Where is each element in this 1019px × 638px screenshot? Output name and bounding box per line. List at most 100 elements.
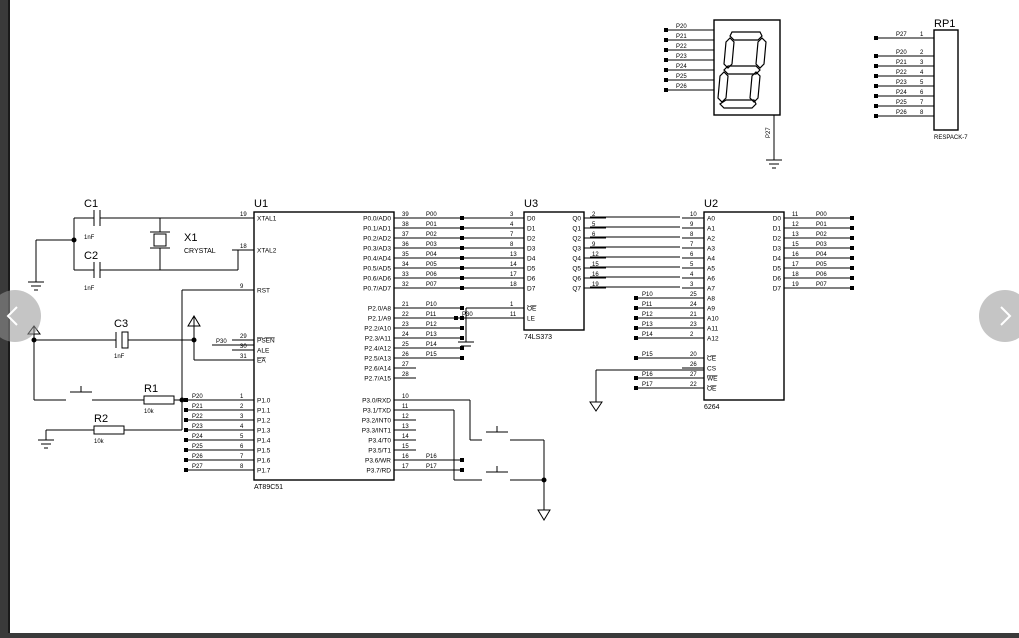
rp1-pin-number: 4 [920,70,924,76]
u2-pin-4-label: A6 [707,276,715,283]
seg-common-label: P27 [766,127,772,138]
rp1-pin-terminal [874,64,878,68]
u1-pin-32-number: 32 [402,282,409,288]
u3-pin-2-number: 2 [592,212,596,218]
u3-pin-19-label: Q7 [572,286,581,293]
seg-pin-net-label: P20 [676,24,687,30]
rp1-pin-terminal [874,114,878,118]
u1-pin-3-terminal [184,418,188,422]
rp1-pin-number: 8 [920,110,924,116]
u1-pin-31-label: EA [257,358,266,365]
u1-pin-24-terminal [460,336,464,340]
u1-part: AT89C51 [254,484,283,491]
u1-pin-34-label: P0.5/AD5 [363,266,391,273]
u1-pin-22-net-label: P11 [426,312,437,318]
u2-pin-9-label: A1 [707,226,715,233]
u1-pin-10-label: P3.0/RXD [362,398,391,405]
u1-pin-7-net-label: P26 [192,454,203,460]
u2-pin-16-net-label: P04 [816,252,827,258]
u2-pin-6-number: 6 [690,252,694,258]
c3-value: 1nF [114,354,125,360]
previous-image-button[interactable] [0,290,41,342]
u1-pin-29-number: 29 [240,334,247,340]
u1-pin-24-net-label: P13 [426,332,437,338]
u2-pin-20-label: CE [707,356,717,363]
u1-pin-14-number: 14 [402,434,409,440]
u3-pin-6-label: Q2 [572,236,581,243]
u1-pin-32-label: P0.7/AD7 [363,286,391,293]
u1-pin-3-net-label: P22 [192,414,203,420]
u1-pin-32-net-label: P07 [426,282,437,288]
u1-pin-12-number: 12 [402,414,409,420]
u1-pin-3-label: P1.2 [257,418,271,425]
u2-pin-19-terminal [850,286,854,290]
u1-pin-4-terminal [184,428,188,432]
u2-pin-11-terminal [850,216,854,220]
u1-right-pins: 39P0.0/AD0P0038P0.1/AD1P0137P0.2/AD2P023… [362,212,502,475]
u2-pin-24-number: 24 [690,302,697,308]
u1-pin-4-label: P1.3 [257,428,271,435]
u1-pin-33-label: P0.6/AD6 [363,276,391,283]
u2-pin-2-label: A12 [707,336,719,343]
u1-pin-24-number: 24 [402,332,409,338]
u1-pin-23-label: P2.2/A10 [364,326,391,333]
u1-pin-25-number: 25 [402,342,409,348]
u2-pin-27-number: 27 [690,372,697,378]
u2-pin-11-net-label: P00 [816,212,827,218]
u1-pin-2-label: P1.1 [257,408,271,415]
u1-pin-37-label: P0.2/AD2 [363,236,391,243]
u2-pin-8-label: A2 [707,236,715,243]
next-image-button[interactable] [979,290,1019,342]
u1-pin-21-terminal [460,306,464,310]
u1-pin-1-terminal [184,398,188,402]
u2-pin-23-terminal [634,326,638,330]
u2-pin-8-number: 8 [690,232,694,238]
rp1-pin-net-label: P27 [896,32,907,38]
rp1-pin-terminal [874,74,878,78]
u1-pin-16-net-label: P16 [426,454,437,460]
u3-pin-9-number: 9 [592,242,596,248]
interrupt-buttons [400,399,551,521]
u2-pin-21-label: A10 [707,316,719,323]
u2-pin-19-label: D7 [773,286,782,293]
u1-ref: U1 [254,198,268,210]
u1-pin-26-number: 26 [402,352,409,358]
u3-pin-16-label: Q6 [572,276,581,283]
u3-pin-7-label: D2 [527,236,536,243]
u2-pin-13-label: D2 [773,236,782,243]
chevron-left-icon [6,306,18,326]
u1-pin-8-terminal [184,468,188,472]
u1-pin-39-net-label: P00 [426,212,437,218]
seg-pin-net-label: P25 [676,74,687,80]
seg-pin-terminal [664,48,668,52]
u1-pin-15-label: P3.5/T1 [368,448,391,455]
u1-pin-28-label: P2.7/A15 [364,376,391,383]
u2-pin-20-terminal [634,356,638,360]
u1-pin-18-number: 18 [240,244,247,250]
u1-pin-17-number: 17 [402,464,409,470]
u1-pin-36-number: 36 [402,242,409,248]
u1-pin-23-number: 23 [402,322,409,328]
u2-pin-3-number: 3 [690,282,694,288]
u1-pin-39-label: P0.0/AD0 [363,216,391,223]
rp1-pin-net-label: P24 [896,90,907,96]
u2-left-pins: 10A09A18A27A36A45A54A63A725A8P1024A9P112… [634,212,719,393]
u1-pin-33-number: 33 [402,272,409,278]
u2-pin-9-number: 9 [690,222,694,228]
u2-pin-7-number: 7 [690,242,694,248]
u2-pin-25-net-label: P10 [642,292,653,298]
reset-circuit [27,289,254,449]
rp1-pin-terminal [874,104,878,108]
u1-pin-2-net-label: P21 [192,404,203,410]
u2-pin-7-label: A3 [707,246,715,253]
u2-pin-16-number: 16 [792,252,799,258]
u2-pin-16-terminal [850,256,854,260]
u2-pin-15-net-label: P03 [816,242,827,248]
u1-pin-3-number: 3 [240,414,244,420]
u1-pin-12-label: P3.2/INT0 [362,418,392,425]
u3-pin-2-label: Q0 [572,216,581,223]
u3-pin-9-label: Q3 [572,246,581,253]
u2-pin-22-terminal [634,386,638,390]
